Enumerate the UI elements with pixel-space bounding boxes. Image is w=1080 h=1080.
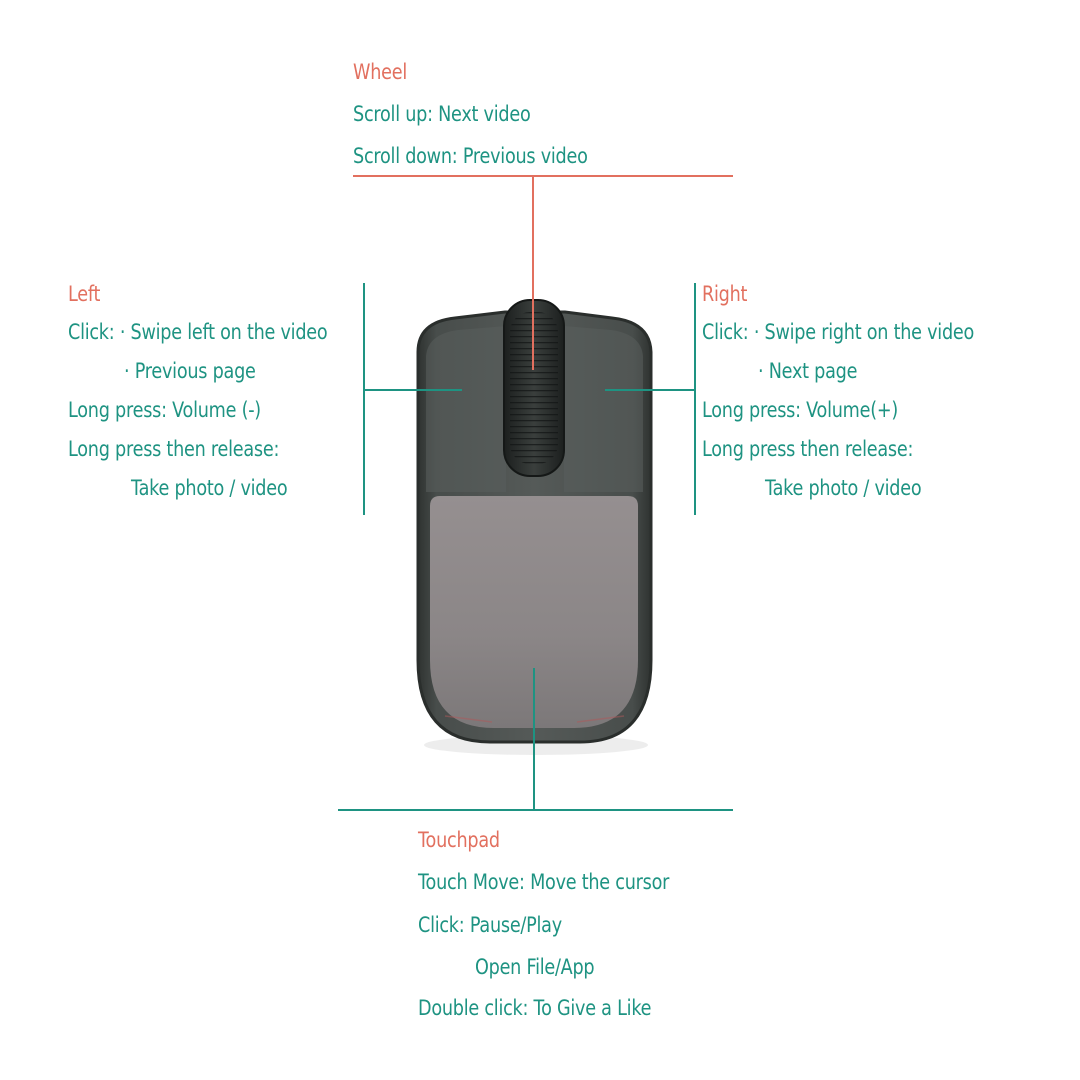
touchpad-edge-left (444, 715, 493, 723)
touchpad-title: Touchpad (418, 828, 500, 852)
right-line-5: Take photo / video (765, 476, 922, 500)
touchpad-line-3: Open File/App (475, 955, 595, 979)
left-line-2: · Previous page (124, 359, 256, 383)
left-leader-horizontal (364, 389, 462, 391)
touchpad-line-2: Click: Pause/Play (418, 913, 562, 937)
touchpad-leader-vertical (533, 668, 535, 810)
wheel-line-1: Scroll up: Next video (353, 102, 531, 126)
wheel-title: Wheel (353, 60, 407, 84)
right-line-3: Long press: Volume(+) (702, 398, 899, 422)
right-line-2: · Next page (758, 359, 858, 383)
left-leader-vertical (363, 283, 365, 515)
left-line-3: Long press: Volume (-) (68, 398, 261, 422)
right-line-1: Click: · Swipe right on the video (702, 320, 975, 344)
left-line-5: Take photo / video (131, 476, 288, 500)
wheel-line-2: Scroll down: Previous video (353, 144, 588, 168)
mouse-buttons-area (426, 326, 506, 492)
right-title: Right (702, 282, 748, 306)
touchpad-surface (430, 496, 638, 728)
right-line-4: Long press then release: (702, 437, 914, 461)
wheel-leader-vertical (532, 176, 534, 370)
left-title: Left (68, 282, 101, 306)
left-line-4: Long press then release: (68, 437, 280, 461)
scroll-wheel-ridges (510, 312, 558, 464)
touchpad-line-4: Double click: To Give a Like (418, 996, 652, 1020)
right-leader-horizontal (605, 389, 695, 391)
left-line-1: Click: · Swipe left on the video (68, 320, 328, 344)
touchpad-line-1: Touch Move: Move the cursor (418, 870, 670, 894)
right-leader-vertical (694, 283, 696, 515)
touchpad-edge-right (576, 715, 625, 723)
mouse-buttons-area-right (564, 326, 643, 492)
touchpad-leader-horizontal (338, 809, 733, 811)
wheel-leader-horizontal (353, 175, 733, 177)
